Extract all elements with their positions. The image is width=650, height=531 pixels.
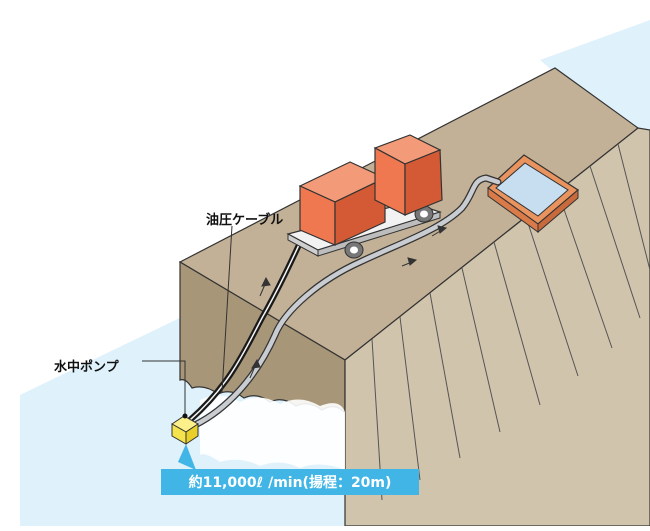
hydraulic-cable-label: 油圧ケーブル bbox=[206, 213, 284, 228]
wave-foam bbox=[200, 395, 345, 470]
flow-arrows bbox=[249, 225, 448, 379]
water-tank-icon bbox=[487, 154, 580, 234]
flow-rate-text: 約11,000ℓ /min(揚程：20m) bbox=[188, 475, 392, 491]
wall-panel-lines bbox=[371, 143, 650, 501]
retaining-wall bbox=[344, 127, 650, 527]
submersible-pump-label: 水中ポンプ bbox=[54, 360, 119, 375]
flow-rate-box: 約11,000ℓ /min(揚程：20m) bbox=[161, 469, 419, 495]
pump-truck-icon bbox=[286, 134, 443, 259]
flow-callout-pointer bbox=[178, 444, 196, 470]
river-water-far bbox=[540, 20, 650, 120]
pump-leader-line bbox=[142, 360, 186, 414]
cable-leader-line bbox=[221, 225, 233, 393]
